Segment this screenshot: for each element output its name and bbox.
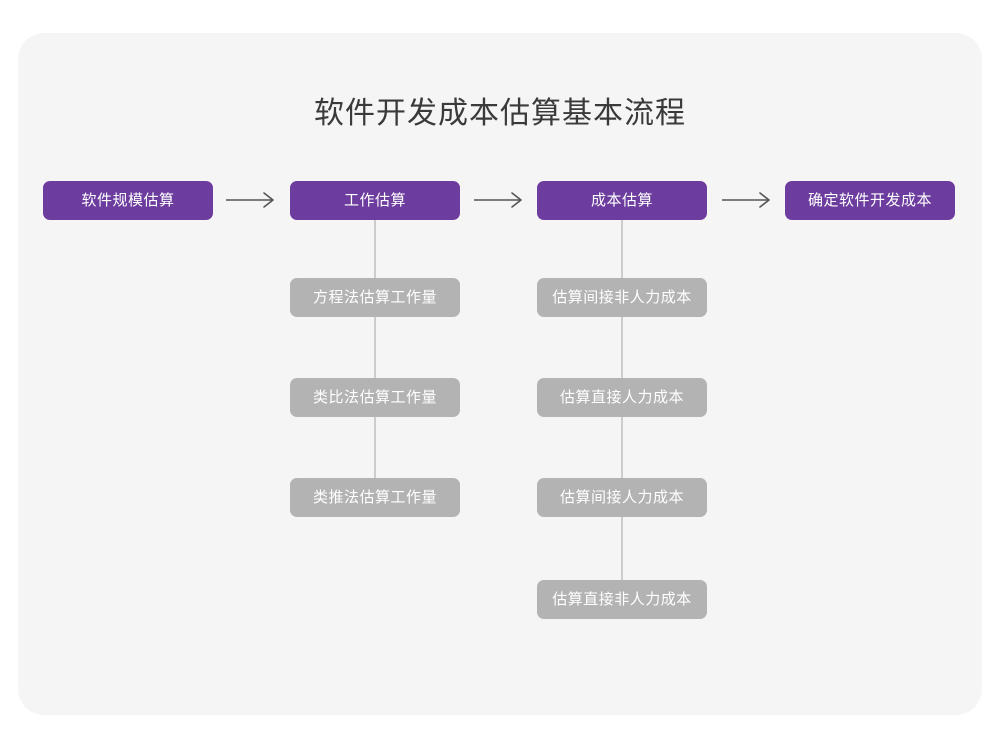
branch-node-indirect-nonlabor-cost[interactable]: 估算间接非人力成本 [537, 278, 707, 317]
flow-node-cost-estimation[interactable]: 成本估算 [537, 181, 707, 220]
connector-right-4 [621, 517, 623, 580]
diagram-card-panel [18, 33, 982, 715]
right-arrow-icon-2 [470, 188, 528, 212]
page-title: 软件开发成本估算基本流程 [314, 96, 686, 131]
connector-left-2 [374, 316, 376, 378]
connector-right-2 [621, 317, 623, 378]
connector-right-1 [621, 220, 623, 278]
branch-node-direct-nonlabor-cost[interactable]: 估算直接非人力成本 [537, 580, 707, 619]
right-arrow-icon-3 [718, 188, 776, 212]
right-arrow-icon-1 [222, 188, 280, 212]
branch-node-equation-method-effort[interactable]: 方程法估算工作量 [290, 278, 460, 317]
flow-node-work-estimation[interactable]: 工作估算 [290, 181, 460, 220]
branch-node-inference-method-effort[interactable]: 类推法估算工作量 [290, 478, 460, 517]
flow-node-software-scale-estimation[interactable]: 软件规模估算 [43, 181, 213, 220]
branch-node-direct-labor-cost[interactable]: 估算直接人力成本 [537, 378, 707, 417]
branch-node-indirect-labor-cost[interactable]: 估算间接人力成本 [537, 478, 707, 517]
connector-left-3 [374, 416, 376, 478]
connector-right-3 [621, 417, 623, 478]
branch-node-analogy-method-effort[interactable]: 类比法估算工作量 [290, 378, 460, 417]
connector-left-1 [374, 220, 376, 278]
flow-node-determine-development-cost[interactable]: 确定软件开发成本 [785, 181, 955, 220]
